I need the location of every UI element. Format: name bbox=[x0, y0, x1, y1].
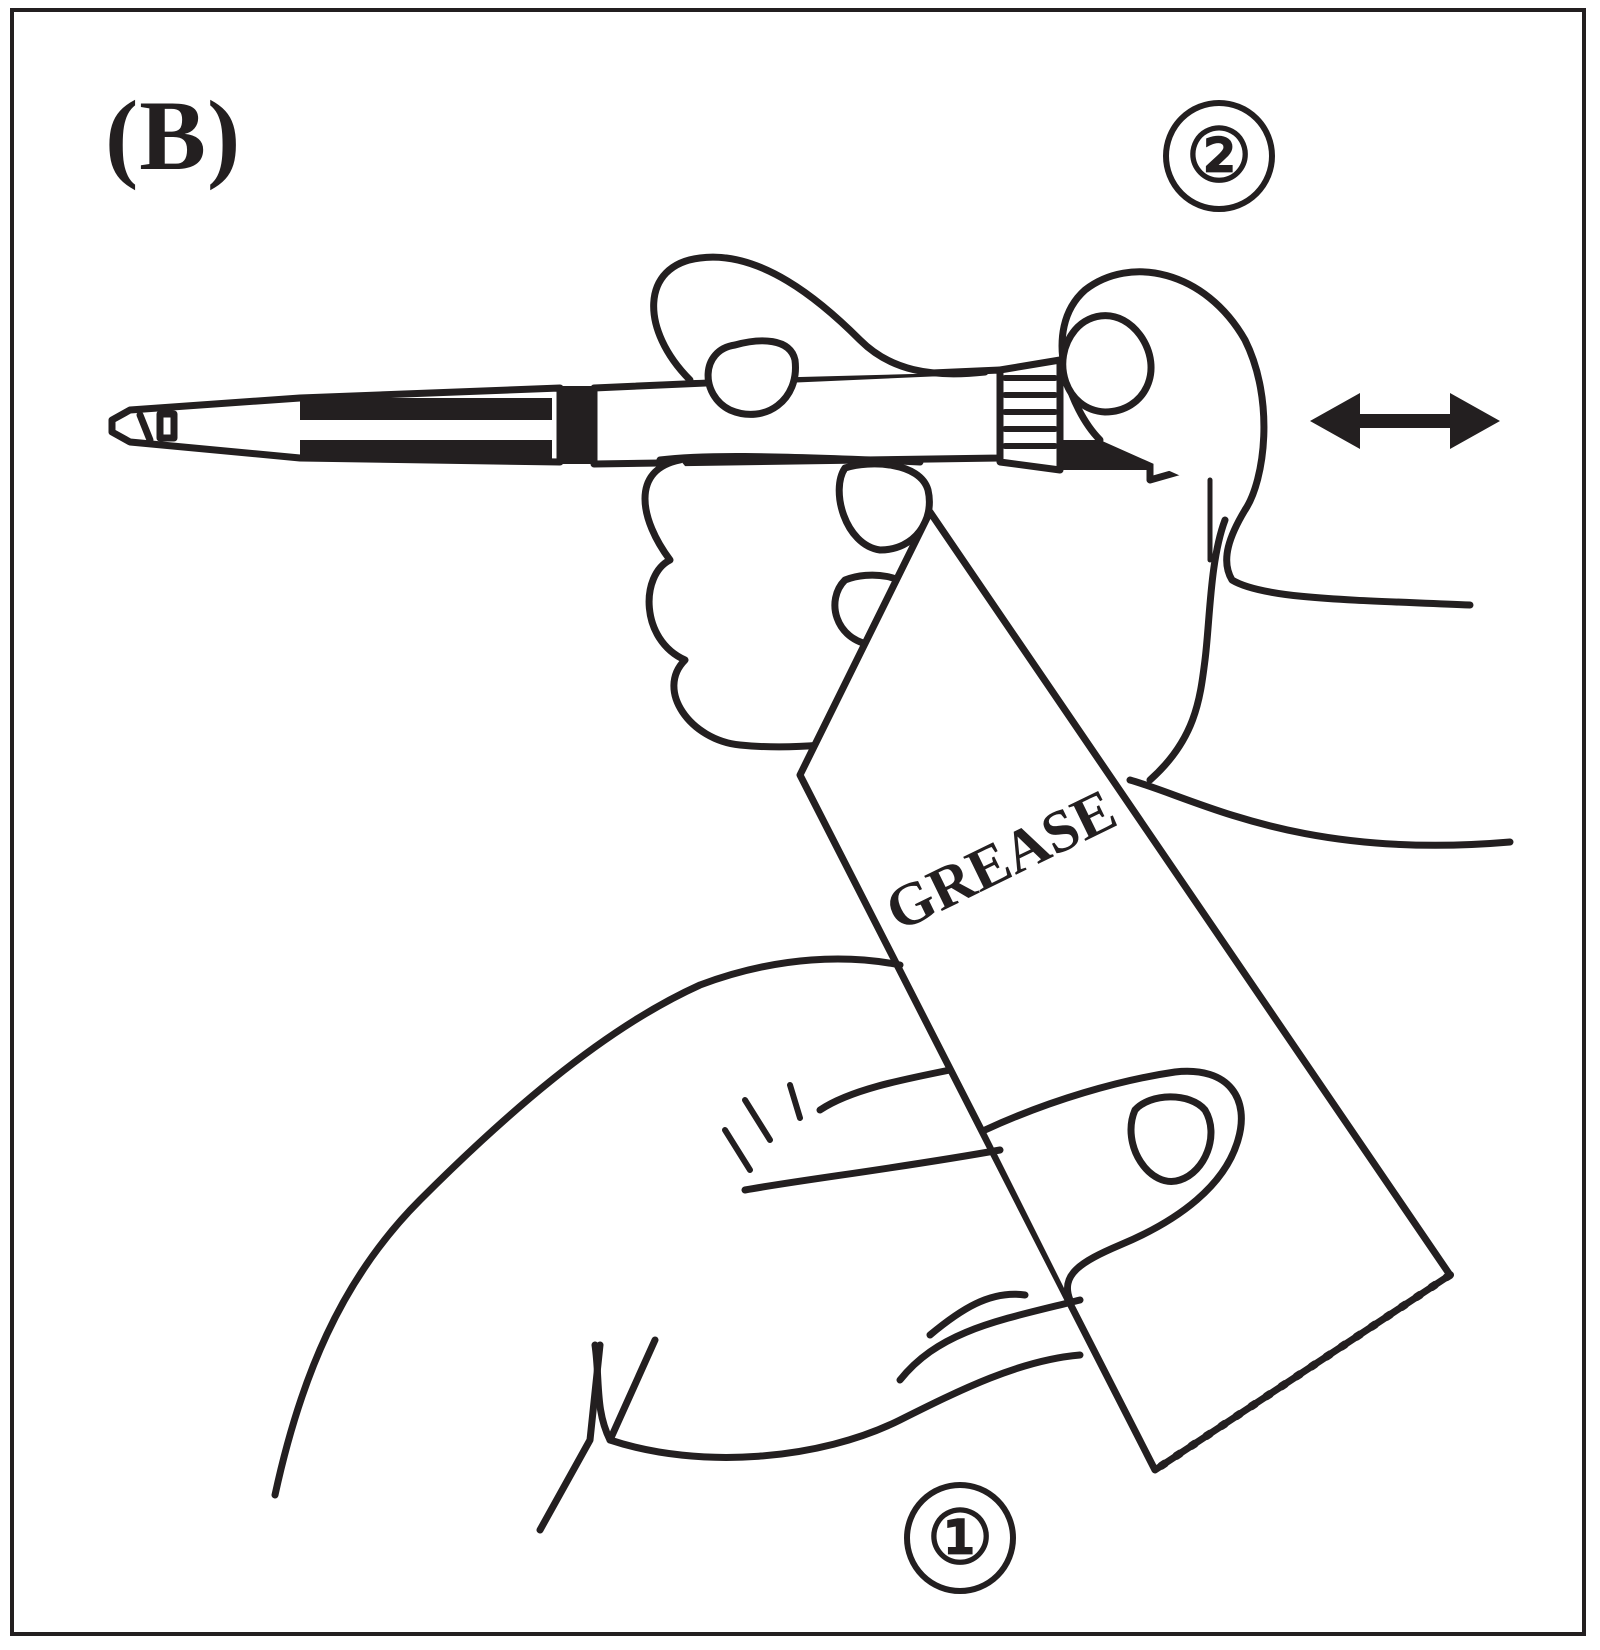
grease-syringe bbox=[108, 348, 1189, 484]
diagram-frame bbox=[10, 8, 1586, 1636]
lower-hand bbox=[271, 955, 1245, 1534]
grease-tube bbox=[796, 508, 1454, 1474]
double-arrow-icon bbox=[1310, 393, 1500, 449]
step-marker-2: ② bbox=[1163, 100, 1275, 212]
step-marker-1: ① bbox=[904, 1482, 1016, 1594]
figure-label: (B) bbox=[105, 80, 242, 191]
